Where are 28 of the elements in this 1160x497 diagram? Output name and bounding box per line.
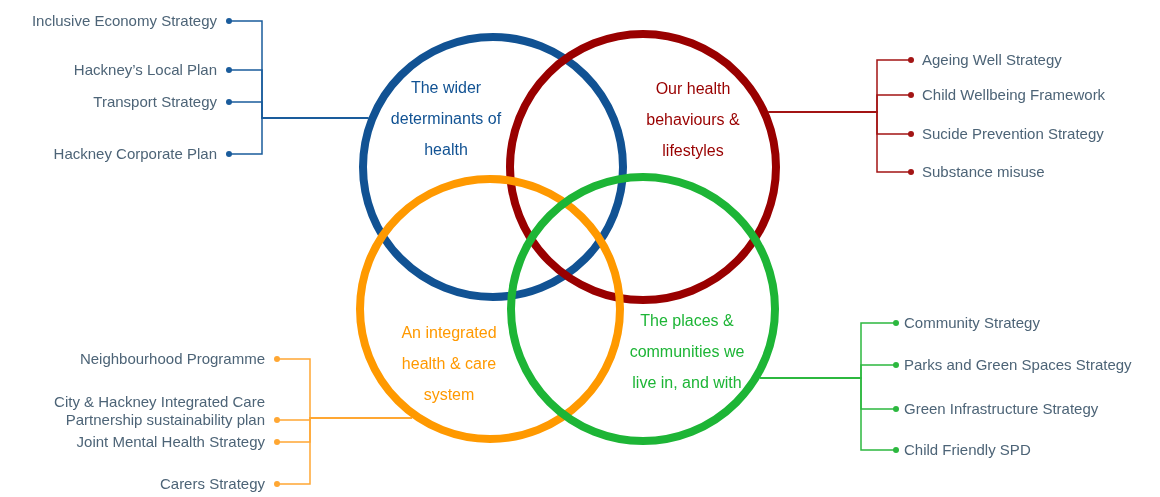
strategy-label: Child Wellbeing Framework [922,86,1106,104]
connector-line [759,377,899,453]
strategy-label: Child Friendly SPD [904,441,1031,459]
circle-label: An integrated health & care system [400,323,498,405]
connector-line [274,417,413,487]
strategy-label: Sucide Prevention Strategy [922,125,1104,143]
connector-line [767,111,914,175]
strategy-label: Parks and Green Spaces Strategy [904,356,1132,374]
strategy-label: Community Strategy [904,314,1040,332]
venn-circle [506,30,780,304]
venn-circle [356,175,624,443]
strategy-label: City & Hackney Integrated Care Partnership sustainability plan [15,393,265,429]
strategy-label: Substance misuse [922,163,1045,181]
strategy-label: Hackney Corporate Plan [53,145,217,163]
strategy-label: Hackney’s Local Plan [73,61,217,79]
strategy-label: Transport Strategy [93,93,217,111]
circle-label: The places & communities we live in, and with [628,311,746,393]
strategy-label: Ageing Well Strategy [922,51,1062,69]
strategy-label: Joint Mental Health Strategy [76,433,265,451]
connector-line [226,117,370,157]
venn-circle [359,33,627,301]
strategy-label: Neighbourhood Programme [79,350,265,368]
strategy-label: Carers Strategy [159,475,265,493]
circle-label: Our health behaviours & lifestyles [645,79,741,161]
circle-label: The wider determinants of health [389,78,503,160]
strategy-label: Green Infrastructure Strategy [904,400,1099,418]
venn-circle [507,173,779,445]
strategy-label: Inclusive Economy Strategy [31,12,217,30]
